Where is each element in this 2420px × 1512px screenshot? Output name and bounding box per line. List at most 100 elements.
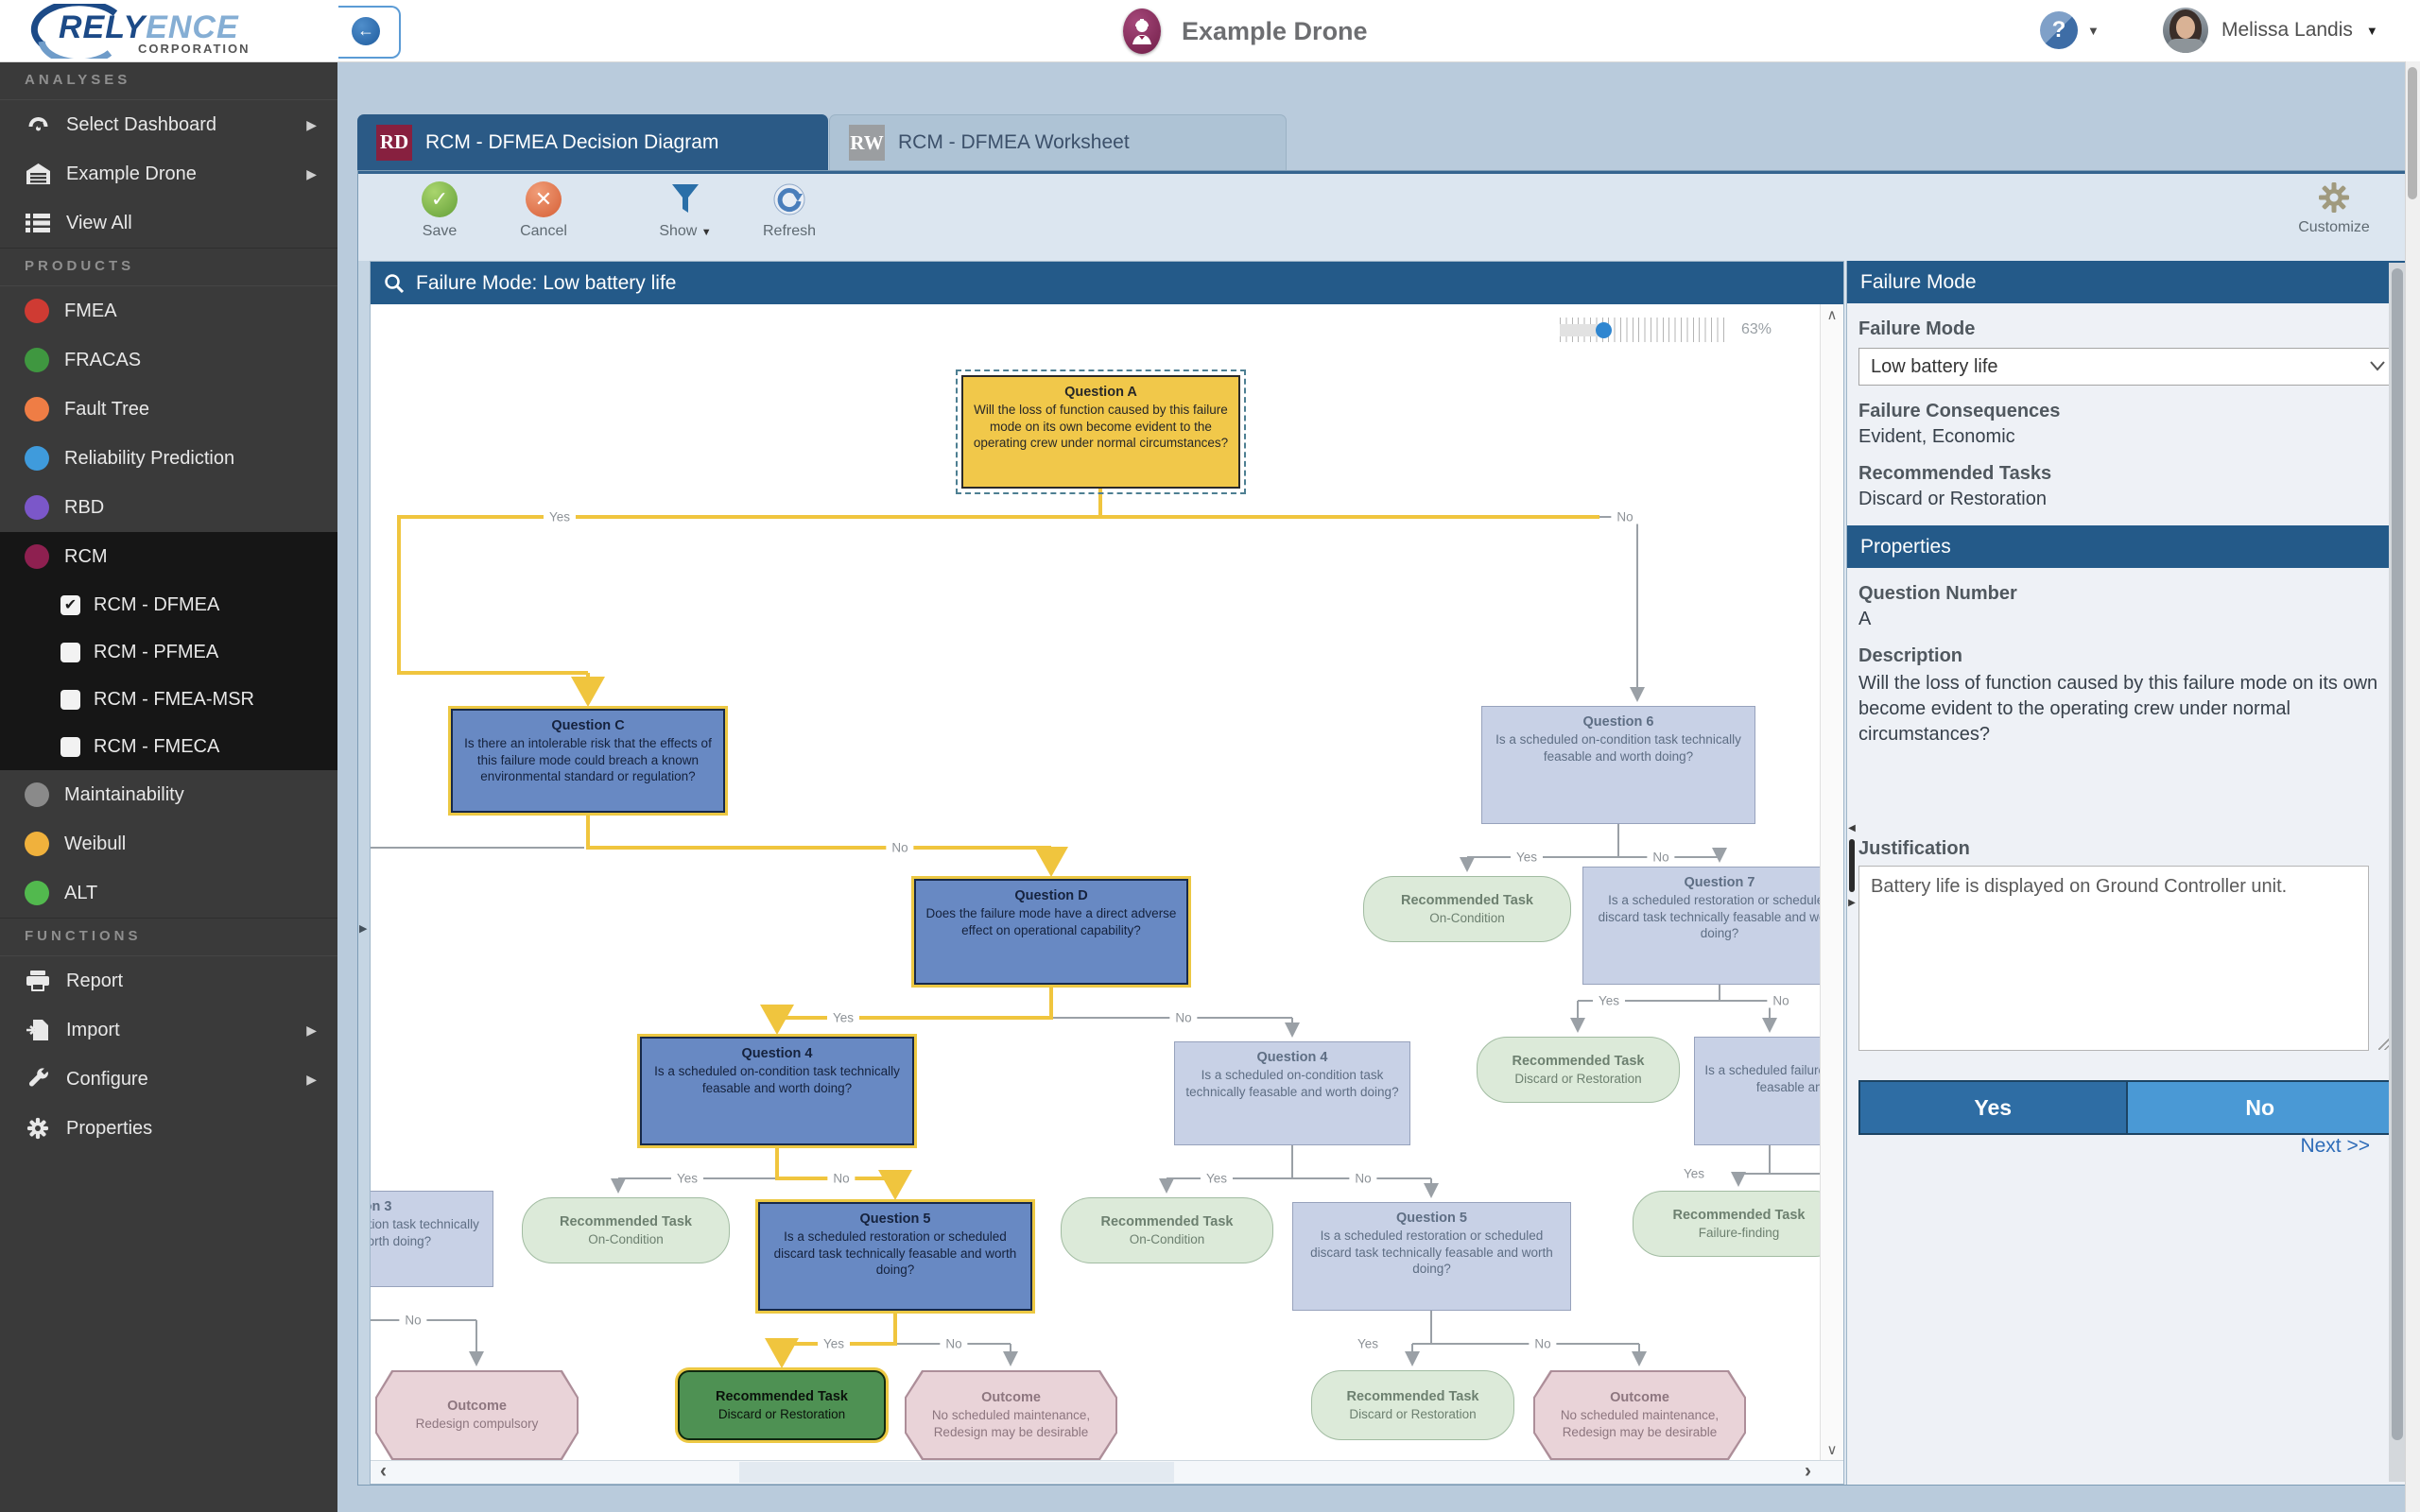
dashboard-gauge-icon xyxy=(25,112,51,138)
help-menu[interactable]: ? ▼ xyxy=(2040,11,2100,49)
user-caret-icon[interactable]: ▼ xyxy=(2365,23,2378,38)
panel-scrollbar[interactable] xyxy=(2389,263,2406,1482)
sidebar-item-rcm[interactable]: RCM xyxy=(0,532,337,581)
splitter-left-icon[interactable]: ◀ xyxy=(1848,823,1856,833)
scroll-up-icon[interactable]: ∧ xyxy=(1826,307,1838,323)
show-filter-button[interactable]: Show ▼ xyxy=(649,181,721,240)
avatar[interactable] xyxy=(2163,8,2208,53)
next-link[interactable]: Next >> xyxy=(2300,1135,2370,1157)
refresh-button[interactable]: Refresh xyxy=(753,181,825,240)
sidebar-item-label: View All xyxy=(66,212,132,233)
horizontal-scrollbar-thumb[interactable] xyxy=(739,1462,1174,1483)
sidebar-item-example-drone[interactable]: Example Drone▶ xyxy=(0,149,337,198)
justification-textarea[interactable]: Battery life is displayed on Ground Cont… xyxy=(1858,866,2369,1051)
scroll-left-icon[interactable]: ‹ xyxy=(380,1460,387,1482)
sidebar-item-rcm-fmea-msr[interactable]: RCM - FMEA-MSR xyxy=(0,676,337,723)
product-dot-icon xyxy=(25,782,49,807)
node-body: No scheduled maintenance, Redesign may b… xyxy=(931,1407,1091,1439)
connector-label: No xyxy=(886,840,914,855)
product-dot-icon xyxy=(25,446,49,471)
failure-consequences-value: Evident, Economic xyxy=(1858,426,2015,447)
window-scrollbar-thumb[interactable] xyxy=(2408,67,2417,199)
checkbox-icon[interactable] xyxy=(60,736,80,757)
failure-mode-select[interactable]: Low battery life xyxy=(1858,348,2396,386)
node-title: Outcome xyxy=(1610,1389,1669,1405)
node-title: Recommended Task xyxy=(1346,1388,1479,1404)
sidebar-item-report[interactable]: Report xyxy=(0,956,337,1005)
sidebar-item-configure[interactable]: Configure▶ xyxy=(0,1055,337,1104)
sidebar-item-fmea[interactable]: FMEA xyxy=(0,286,337,335)
collapse-sidebar-icon[interactable]: ← xyxy=(352,17,380,45)
properties-section-header: Properties xyxy=(1847,525,2408,568)
sidebar-item-rbd[interactable]: RBD xyxy=(0,483,337,532)
scroll-down-icon[interactable]: ∨ xyxy=(1826,1442,1838,1458)
help-icon[interactable]: ? xyxy=(2040,11,2078,49)
sidebar-item-reliability-prediction[interactable]: Reliability Prediction xyxy=(0,434,337,483)
sidebar-item-alt[interactable]: ALT xyxy=(0,868,337,918)
tab-rcm-dfmea-worksheet[interactable]: RW RCM - DFMEA Worksheet xyxy=(829,114,1287,170)
submenu-arrow-icon: ▶ xyxy=(306,1071,317,1087)
sidebar-item-fault-tree[interactable]: Fault Tree xyxy=(0,385,337,434)
checkbox-icon[interactable] xyxy=(60,642,80,662)
sidebar-item-label: Example Drone xyxy=(66,163,197,184)
sidebar-item-rcm-fmeca[interactable]: RCM - FMECA xyxy=(0,723,337,770)
relyence-logo[interactable]: RELYENCE CORPORATION xyxy=(25,4,327,59)
diagram-vertical-scrollbar[interactable]: ∧ ∨ xyxy=(1820,304,1843,1460)
connector-label: No xyxy=(1169,1010,1198,1025)
sidebar-item-rcm-dfmea[interactable]: ✔RCM - DFMEA xyxy=(0,581,337,628)
sidebar-item-import[interactable]: Import▶ xyxy=(0,1005,337,1055)
user-menu[interactable]: Melissa Landis ▼ xyxy=(2163,8,2378,53)
splitter-right-icon[interactable]: ▶ xyxy=(1848,898,1856,908)
resize-grip-icon[interactable] xyxy=(2378,1037,2392,1050)
diagram-horizontal-scrollbar[interactable]: ‹ › xyxy=(371,1460,1843,1484)
wrench-icon xyxy=(25,1066,51,1092)
sidebar-item-rcm-pfmea[interactable]: RCM - PFMEA xyxy=(0,628,337,676)
cancel-button[interactable]: ✕ Cancel xyxy=(508,181,579,240)
tab-rcm-dfmea-decision-diagram[interactable]: RD RCM - DFMEA Decision Diagram xyxy=(357,114,828,170)
sidebar-item-properties[interactable]: Properties xyxy=(0,1104,337,1153)
no-button[interactable]: No xyxy=(2127,1082,2393,1133)
sidebar-item-label: Import xyxy=(66,1019,120,1040)
sidebar-item-maintainability[interactable]: Maintainability xyxy=(0,770,337,819)
zoom-slider-thumb[interactable] xyxy=(1596,322,1612,338)
save-button[interactable]: ✓ Save xyxy=(404,181,475,240)
panel-scrollbar-thumb[interactable] xyxy=(2392,268,2403,1440)
splitter-handle[interactable] xyxy=(1849,839,1855,892)
checkbox-icon[interactable] xyxy=(60,689,80,710)
connector-label: No xyxy=(1611,509,1639,524)
flow-node-qPL[interactable]: Question 3Is a scheduled on-condition ta… xyxy=(371,1191,493,1287)
customize-button[interactable]: Customize xyxy=(2287,181,2381,236)
panel-splitter[interactable]: ◀ ▶ xyxy=(1844,823,1859,936)
help-caret-icon[interactable]: ▼ xyxy=(2087,23,2100,38)
sidebar-item-fracas[interactable]: FRACAS xyxy=(0,335,337,385)
window-scrollbar[interactable] xyxy=(2405,61,2420,1512)
sidebar-item-weibull[interactable]: Weibull xyxy=(0,819,337,868)
product-dot-icon xyxy=(25,299,49,323)
sidebar-item-view-all[interactable]: View All xyxy=(0,198,337,248)
sidebar-item-select-dashboard[interactable]: Select Dashboard▶ xyxy=(0,100,337,149)
checkbox-icon[interactable]: ✔ xyxy=(60,594,80,615)
zoom-control[interactable]: 63% xyxy=(1560,314,1796,350)
scroll-right-icon[interactable]: › xyxy=(1805,1460,1811,1482)
yes-button[interactable]: Yes xyxy=(1860,1082,2128,1133)
